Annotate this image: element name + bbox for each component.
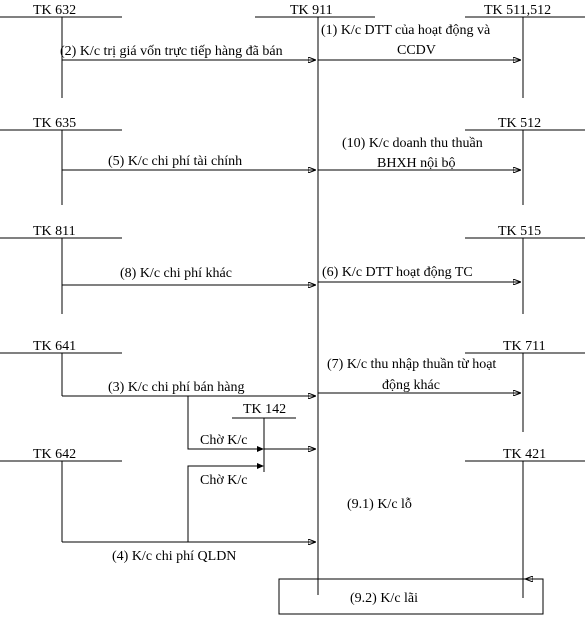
label-tk632: TK 632 <box>33 3 76 18</box>
label-tk811: TK 811 <box>33 224 76 239</box>
label-tk711: TK 711 <box>503 339 546 354</box>
entry-5: (5) K/c chi phí tài chính <box>108 154 242 169</box>
label-tk511-512: TK 511,512 <box>484 3 551 18</box>
entry-8: (8) K/c chi phí khác <box>120 266 232 281</box>
entry-1-line2: CCDV <box>397 43 436 58</box>
entry-cho-kc-2: Chờ K/c <box>200 473 247 488</box>
entry-2: (2) K/c trị giá vốn trực tiếp hàng đã bá… <box>60 44 283 59</box>
label-tk642: TK 642 <box>33 447 76 462</box>
entry-cho-kc-1: Chờ K/c <box>200 433 247 448</box>
profit-transfer-box <box>278 578 544 615</box>
entry-7-line2: động khác <box>382 378 440 393</box>
arrowhead-cho-kc-1 <box>257 446 264 452</box>
arrowhead-cho-kc-2 <box>257 463 264 469</box>
branch-cho-kc-2 <box>187 465 262 542</box>
entry-1-line1: (1) K/c DTT của hoạt động và <box>321 23 491 38</box>
label-tk421: TK 421 <box>503 447 546 462</box>
branch-cho-kc-1 <box>187 396 262 450</box>
label-tk911: TK 911 <box>290 3 333 18</box>
entry-9-1: (9.1) K/c lỗ <box>347 497 412 512</box>
entry-4: (4) K/c chi phí QLDN <box>112 549 236 564</box>
label-tk142: TK 142 <box>243 402 286 417</box>
entry-10-line2: BHXH nội bộ <box>377 156 456 171</box>
entry-3: (3) K/c chi phí bán hàng <box>108 380 244 395</box>
label-tk512: TK 512 <box>498 116 541 131</box>
label-tk641: TK 641 <box>33 339 76 354</box>
entry-10-line1: (10) K/c doanh thu thuần <box>342 136 483 151</box>
entry-6: (6) K/c DTT hoạt động TC <box>322 265 473 280</box>
entry-7-line1: (7) K/c thu nhập thuần từ hoạt <box>327 357 496 372</box>
label-tk635: TK 635 <box>33 116 76 131</box>
entry-9-2: (9.2) K/c lãi <box>350 591 418 606</box>
label-tk515: TK 515 <box>498 224 541 239</box>
